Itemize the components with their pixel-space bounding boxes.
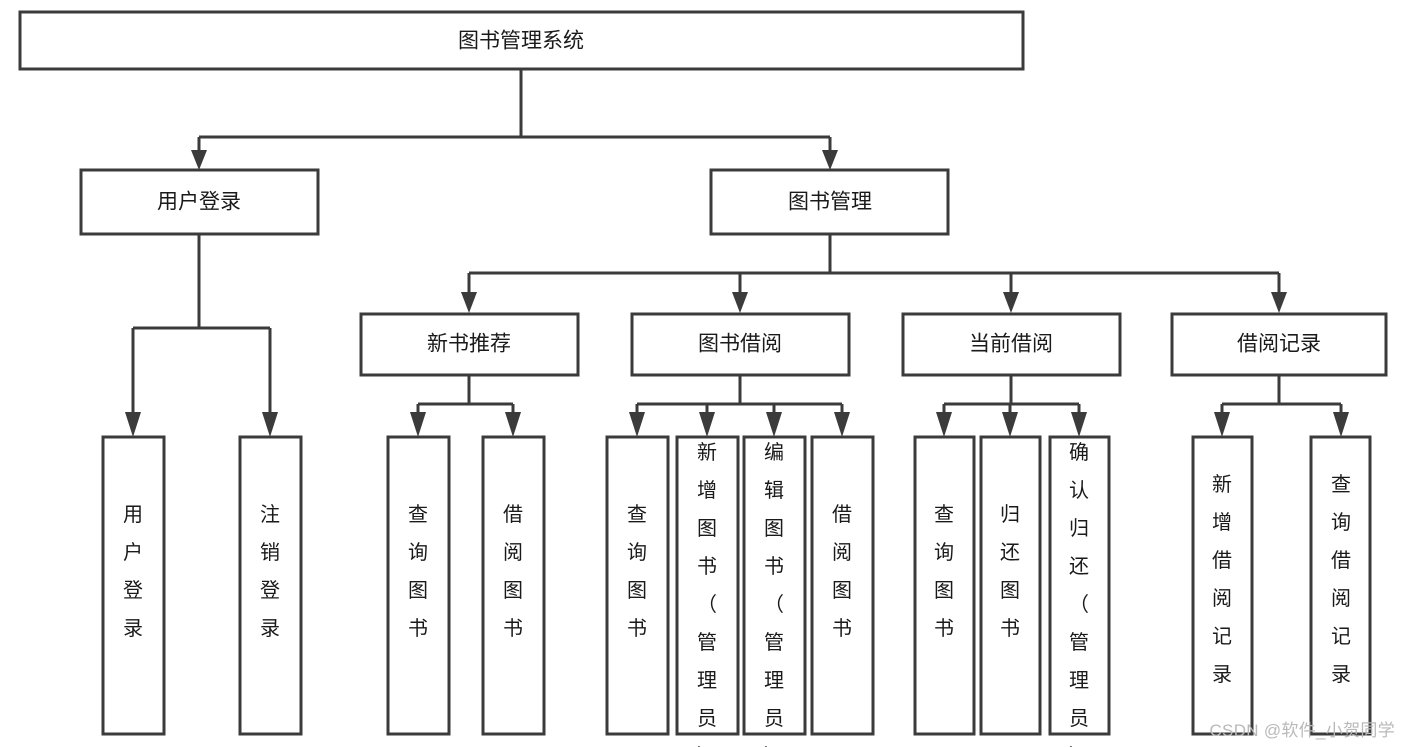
leaf-record-query-box[interactable] (1309, 435, 1372, 736)
leaf-borrow-add-box[interactable] (675, 435, 740, 736)
leaf-user-login-label: 用户登录 (123, 504, 143, 640)
arrow-current-leaf3 (1071, 412, 1087, 437)
leaf-newbook-query-box[interactable] (386, 435, 451, 736)
csdn-watermark: CSDN @软件_小贺同学 (1209, 721, 1395, 740)
leaf-record-add-box[interactable] (1191, 435, 1254, 736)
arrow-records-leaf1 (1214, 412, 1230, 437)
arrow-bookmgmt-c2 (732, 292, 748, 313)
arrow-current-leaf1 (936, 412, 952, 437)
node-new-book-recommend[interactable]: 新书推荐 (359, 312, 580, 377)
leaf-borrow-query-label: 查询图书 (627, 503, 647, 640)
leaf-node[interactable]: 新增借阅记录 (1191, 435, 1254, 736)
leaf-user-login-box[interactable] (101, 435, 166, 736)
arrow-bookmgmt-c3 (1003, 292, 1019, 313)
leaf-current-return-box[interactable] (979, 435, 1042, 736)
node-user-login-box[interactable] (79, 168, 320, 236)
leaf-logout-label: 注销登录 (260, 503, 280, 640)
arrow-borrow-leaf1 (629, 412, 645, 437)
leaf-record-query-label: 查询借阅记录 (1331, 473, 1351, 686)
leaf-node[interactable]: 确认归还（管理员） (1048, 435, 1111, 747)
node-borrow-records-label: 借阅记录 (1237, 333, 1321, 356)
leaf-newbook-query-label: 查询图书 (408, 503, 428, 640)
arrow-borrow-leaf3 (766, 412, 782, 437)
node-book-borrow-box[interactable] (630, 312, 851, 377)
leaf-logout-box[interactable] (238, 435, 303, 736)
node-current-borrow-label: 当前借阅 (969, 333, 1053, 356)
leaf-node[interactable]: 新增图书（管理员） (675, 435, 740, 747)
leaf-node[interactable]: 查询借阅记录 (1309, 435, 1372, 736)
node-new-book-recommend-label: 新书推荐 (427, 333, 511, 356)
leaf-current-confirm-label: 确认归还（管理员） (1069, 441, 1089, 747)
leaf-newbook-borrow-label: 借阅图书 (503, 503, 523, 640)
node-book-borrow[interactable]: 图书借阅 (630, 312, 851, 377)
arrow-root-to-user-login (191, 150, 207, 170)
node-current-borrow[interactable]: 当前借阅 (901, 312, 1122, 377)
leaf-borrow-query-box[interactable] (605, 435, 670, 736)
node-root[interactable]: 图书管理系统 (18, 10, 1025, 71)
leaf-node[interactable]: 查询图书 (913, 435, 976, 736)
leaf-node[interactable]: 归还图书 (979, 435, 1042, 736)
leaf-current-confirm-box[interactable] (1048, 435, 1111, 736)
leaf-current-query-box[interactable] (913, 435, 976, 736)
leaf-newbook-borrow-box[interactable] (481, 435, 546, 736)
node-borrow-records[interactable]: 借阅记录 (1170, 312, 1388, 377)
node-root-label: 图书管理系统 (458, 30, 584, 53)
node-user-login[interactable]: 用户登录 (79, 168, 320, 236)
node-book-management-label: 图书管理 (788, 191, 872, 214)
leaf-current-query-label: 查询图书 (934, 503, 954, 640)
leaf-node[interactable]: 编辑图书（管理员） (742, 435, 807, 747)
node-book-management-box[interactable] (709, 168, 950, 236)
arrow-borrow-leaf2 (699, 412, 715, 437)
node-new-book-recommend-box[interactable] (359, 312, 580, 377)
leaf-node[interactable]: 注销登录 (238, 435, 303, 736)
leaf-node[interactable]: 借阅图书 (810, 435, 875, 736)
edge-group (125, 69, 1349, 437)
arrow-bookmgmt-c1 (461, 292, 477, 313)
arrow-current-leaf2 (1002, 412, 1018, 437)
arrow-borrow-leaf4 (834, 412, 850, 437)
leaf-borrow-add-label: 新增图书（管理员） (697, 441, 717, 747)
leaf-borrow-edit-label: 编辑图书（管理员） (764, 441, 784, 747)
arrow-bookmgmt-c4 (1271, 292, 1287, 313)
leaf-borrow-book-label: 借阅图书 (832, 503, 852, 640)
leaf-borrow-edit-box[interactable] (742, 435, 807, 736)
leaf-node[interactable]: 查询图书 (605, 435, 670, 736)
arrow-root-to-book-mgmt (822, 150, 838, 170)
node-root-box[interactable] (18, 10, 1025, 71)
leaf-node[interactable]: 用户登录 (101, 435, 166, 736)
leaf-record-add-label: 新增借阅记录 (1212, 473, 1232, 686)
arrow-userlogin-leaf1 (125, 412, 141, 437)
arrow-userlogin-leaf2 (262, 412, 278, 437)
node-user-login-label: 用户登录 (157, 191, 241, 214)
arrow-newbook-leaf1 (410, 412, 426, 437)
arrow-newbook-leaf2 (505, 412, 521, 437)
node-borrow-records-box[interactable] (1170, 312, 1388, 377)
arrow-records-leaf2 (1333, 412, 1349, 437)
leaf-borrow-book-box[interactable] (810, 435, 875, 736)
leaf-node[interactable]: 借阅图书 (481, 435, 546, 736)
node-book-management[interactable]: 图书管理 (709, 168, 950, 236)
leaf-current-return-label: 归还图书 (1000, 503, 1020, 640)
leaf-node[interactable]: 查询图书 (386, 435, 451, 736)
node-current-borrow-box[interactable] (901, 312, 1122, 377)
node-book-borrow-label: 图书借阅 (698, 333, 782, 356)
